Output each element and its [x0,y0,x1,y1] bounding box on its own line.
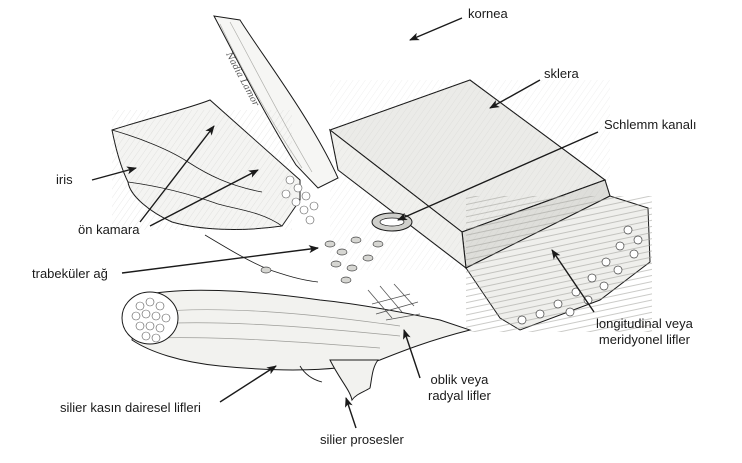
arrow-dairesel [220,366,276,402]
label-kornea: kornea [468,6,508,22]
label-longitudinal-line1: longitudinal veya [596,316,693,332]
label-dairesel-lifler: silier kasın dairesel lifleri [60,400,201,416]
arrow-kornea [410,18,462,40]
longitudinal-fibers [466,196,652,332]
label-on-kamara: ön kamara [78,222,139,238]
label-silier-prosesler: silier prosesler [320,432,404,448]
arrow-trabekuler [122,248,318,273]
label-oblik-line1: oblik veya [428,372,491,388]
label-sklera: sklera [544,66,579,82]
label-oblik-line2: radyal lifler [428,388,491,404]
label-schlemm-kanali: Schlemm kanalı [604,117,696,133]
label-iris: iris [56,172,73,188]
label-trabekuler-ag: trabeküler ağ [32,266,108,282]
arrow-prosesler [346,398,356,428]
label-longitudinal: longitudinal veya meridyonel lifler [596,316,693,348]
label-oblik: oblik veya radyal lifler [428,372,491,404]
label-longitudinal-line2: meridyonel lifler [596,332,693,348]
schlemm-canal [372,213,412,231]
